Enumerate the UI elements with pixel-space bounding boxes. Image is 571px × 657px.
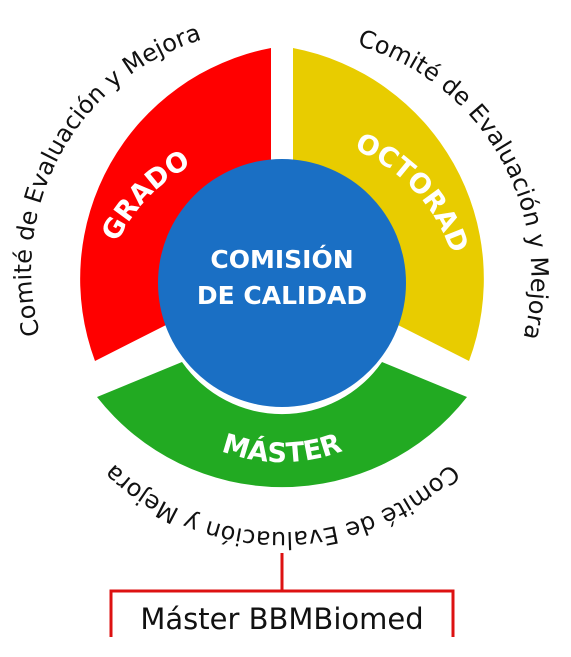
center-circle xyxy=(158,159,406,407)
program-box-label: Máster BBMBiomed xyxy=(140,602,423,636)
center-title-line2: DE CALIDAD xyxy=(197,281,367,310)
segment-master xyxy=(97,362,467,488)
segment-doctorado xyxy=(293,48,484,361)
program-box-bracket xyxy=(109,589,455,637)
segment-grado xyxy=(80,48,271,361)
center-title-line1: COMISIÓN xyxy=(210,244,353,274)
